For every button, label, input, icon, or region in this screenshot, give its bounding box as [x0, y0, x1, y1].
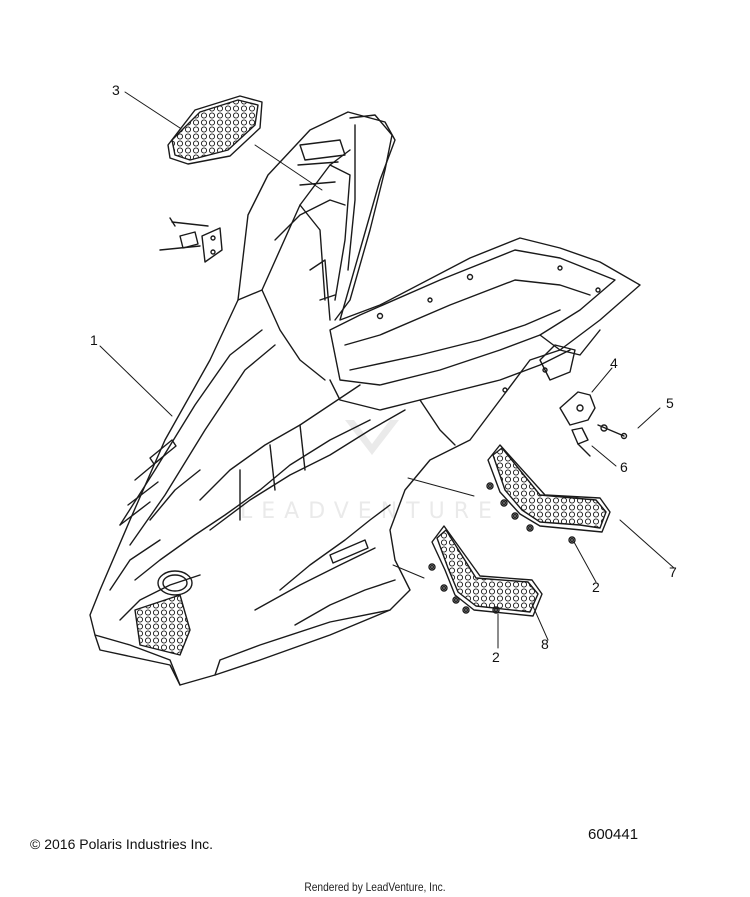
floor-pan-body [89, 111, 641, 686]
copyright-text: © 2016 Polaris Industries Inc. [30, 836, 214, 852]
rendered-by-footer: Rendered by LeadVenture, Inc. [304, 880, 446, 894]
callout-5: 5 [666, 395, 674, 411]
callout-2: 2 [492, 649, 500, 665]
callout-6: 6 [620, 459, 628, 475]
leader-lines [99, 91, 675, 649]
callout-2: 2 [592, 579, 600, 595]
step-plate-part-8 [428, 525, 543, 617]
bracket-part-4 [559, 391, 596, 426]
callout-4: 4 [610, 355, 618, 371]
callout-8: 8 [541, 636, 549, 652]
rivet-hardware [159, 217, 223, 263]
clip-part-6 [571, 427, 591, 457]
fastener-part-5 [597, 424, 628, 440]
watermark-text: LEADVENTURE [240, 499, 501, 524]
callout-1: 1 [90, 332, 98, 348]
vent-grille-part-3 [167, 95, 263, 165]
callout-7: 7 [669, 564, 677, 580]
step-plate-part-7 [486, 444, 611, 544]
leadventure-watermark: LEADVENTURE [240, 420, 501, 524]
figure-number: 600441 [588, 826, 639, 843]
callout-3: 3 [112, 82, 120, 98]
